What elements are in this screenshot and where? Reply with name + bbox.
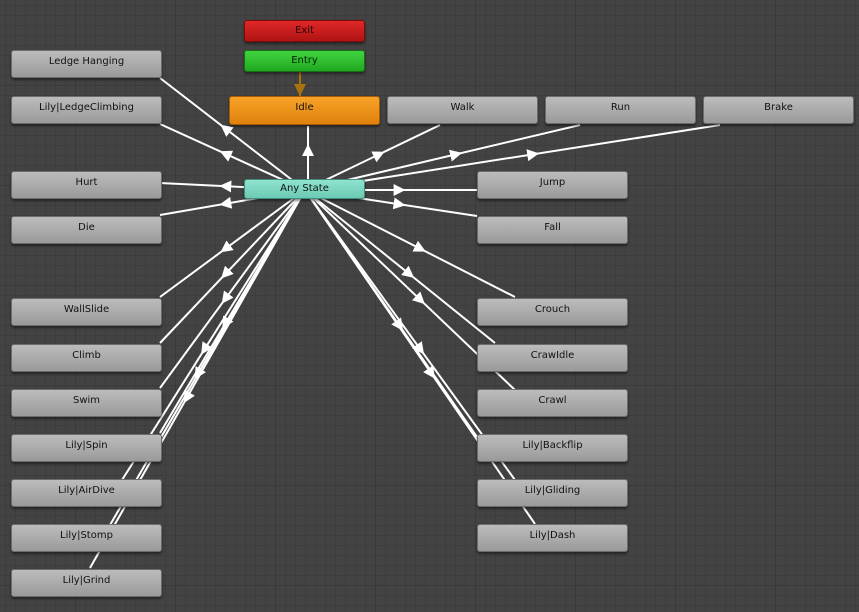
state-lily-spin[interactable]: Lily|Spin (11, 434, 162, 462)
state-label: Exit (295, 25, 314, 36)
state-label: Lily|Gliding (524, 485, 581, 496)
state-label: CrawIdle (530, 350, 575, 361)
state-lily-grind[interactable]: Lily|Grind (11, 569, 162, 597)
state-lily-backflip[interactable]: Lily|Backflip (477, 434, 628, 462)
state-walk[interactable]: Walk (387, 96, 538, 124)
state-die[interactable]: Die (11, 216, 162, 244)
state-jump[interactable]: Jump (477, 171, 628, 199)
state-label: Lily|AirDive (58, 485, 115, 496)
state-label: Crouch (534, 304, 571, 315)
state-label: Fall (544, 222, 561, 233)
state-crawl[interactable]: Crawl (477, 389, 628, 417)
state-ledge-climbing[interactable]: Lily|LedgeClimbing (11, 96, 162, 124)
transition-any-state-to-lily-airdive[interactable] (121, 189, 306, 481)
state-lily-gliding[interactable]: Lily|Gliding (477, 479, 628, 507)
state-run[interactable]: Run (545, 96, 696, 124)
state-lily-dash[interactable]: Lily|Dash (477, 524, 628, 552)
state-label: Walk (450, 102, 475, 113)
state-label: Hurt (75, 177, 98, 188)
state-label: Idle (295, 102, 314, 113)
state-hurt[interactable]: Hurt (11, 171, 162, 199)
transition-any-state-to-crawl-idle[interactable] (304, 189, 496, 344)
state-any-state[interactable]: Any State (244, 179, 365, 199)
state-crawl-idle[interactable]: CrawIdle (477, 344, 628, 372)
state-ledge-hanging[interactable]: Ledge Hanging (11, 50, 162, 78)
state-label: Lily|Stomp (60, 530, 113, 541)
state-crouch[interactable]: Crouch (477, 298, 628, 326)
state-label: Ledge Hanging (48, 56, 125, 67)
state-wall-slide[interactable]: WallSlide (11, 298, 162, 326)
state-label: WallSlide (63, 304, 110, 315)
state-swim[interactable]: Swim (11, 389, 162, 417)
state-entry[interactable]: Entry (244, 50, 365, 72)
state-climb[interactable]: Climb (11, 344, 162, 372)
transition-any-state-to-wall-slide[interactable] (159, 189, 306, 298)
state-label: Crawl (538, 395, 567, 406)
state-lily-airdive[interactable]: Lily|AirDive (11, 479, 162, 507)
state-exit[interactable]: Exit (244, 20, 365, 42)
transition-any-state-to-swim[interactable] (159, 189, 306, 389)
state-label: Die (78, 222, 95, 233)
transition-any-state-to-crouch[interactable] (304, 189, 516, 298)
state-idle[interactable]: Idle (229, 96, 380, 125)
transition-any-state-to-lily-grind[interactable] (89, 189, 306, 569)
state-label: Run (610, 102, 631, 113)
state-label: Brake (764, 102, 793, 113)
state-label: Lily|LedgeClimbing (39, 102, 134, 113)
transition-any-state-to-lily-dash[interactable] (304, 189, 536, 525)
state-label: Jump (539, 177, 566, 188)
state-label: Entry (291, 55, 318, 66)
state-fall[interactable]: Fall (477, 216, 628, 244)
state-label: Lily|Grind (62, 575, 111, 586)
state-label: Any State (280, 183, 329, 194)
state-label: Lily|Dash (529, 530, 576, 541)
transition-any-state-to-brake[interactable] (304, 124, 721, 191)
state-lily-stomp[interactable]: Lily|Stomp (11, 524, 162, 552)
state-label: Climb (72, 350, 101, 361)
state-label: Lily|Backflip (522, 440, 583, 451)
state-brake[interactable]: Brake (703, 96, 854, 124)
transition-any-state-to-climb[interactable] (159, 189, 306, 344)
state-label: Swim (72, 395, 101, 406)
state-label: Lily|Spin (65, 440, 108, 451)
transition-any-state-to-lily-gliding[interactable] (304, 189, 516, 481)
